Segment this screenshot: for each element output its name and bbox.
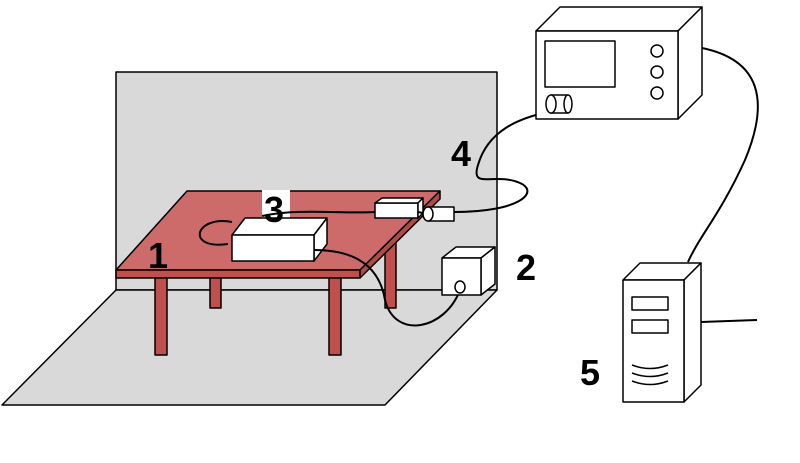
oscilloscope-input-end — [545, 94, 557, 114]
cable-device-top-to-connector — [261, 210, 379, 217]
label-table: 1 — [148, 235, 168, 276]
computer-side — [683, 262, 702, 403]
label-small-box: 2 — [516, 247, 536, 288]
connector-block-top — [374, 197, 424, 204]
cable-to-oscilloscope — [453, 111, 549, 213]
computer-power-cable — [700, 319, 758, 323]
cable-device-to-connector — [198, 220, 233, 246]
oscilloscope-knob-3 — [650, 86, 664, 100]
computer-vent — [631, 364, 669, 386]
oscilloscope-knob-2 — [650, 65, 664, 79]
small-box-port — [454, 280, 466, 294]
cable-device-to-box — [313, 249, 461, 327]
label-device: 3 — [264, 189, 284, 230]
computer-drive-2 — [631, 319, 669, 334]
oscilloscope-knob-1 — [650, 44, 664, 58]
oscilloscope-input-back — [563, 94, 573, 114]
oscilloscope-screen — [544, 40, 616, 88]
computer-drive-1 — [631, 296, 669, 311]
label-computer: 5 — [580, 352, 600, 393]
cylinder-connector-end — [422, 206, 434, 222]
cable-oscilloscope-to-computer — [687, 47, 759, 263]
table-leg-front-left — [154, 277, 168, 356]
oscilloscope-top — [535, 6, 703, 32]
floor — [1, 289, 498, 406]
label-connector: 4 — [451, 133, 471, 174]
table-leg-front-right — [328, 277, 342, 356]
connector-block — [374, 202, 419, 219]
device-box — [231, 234, 315, 262]
